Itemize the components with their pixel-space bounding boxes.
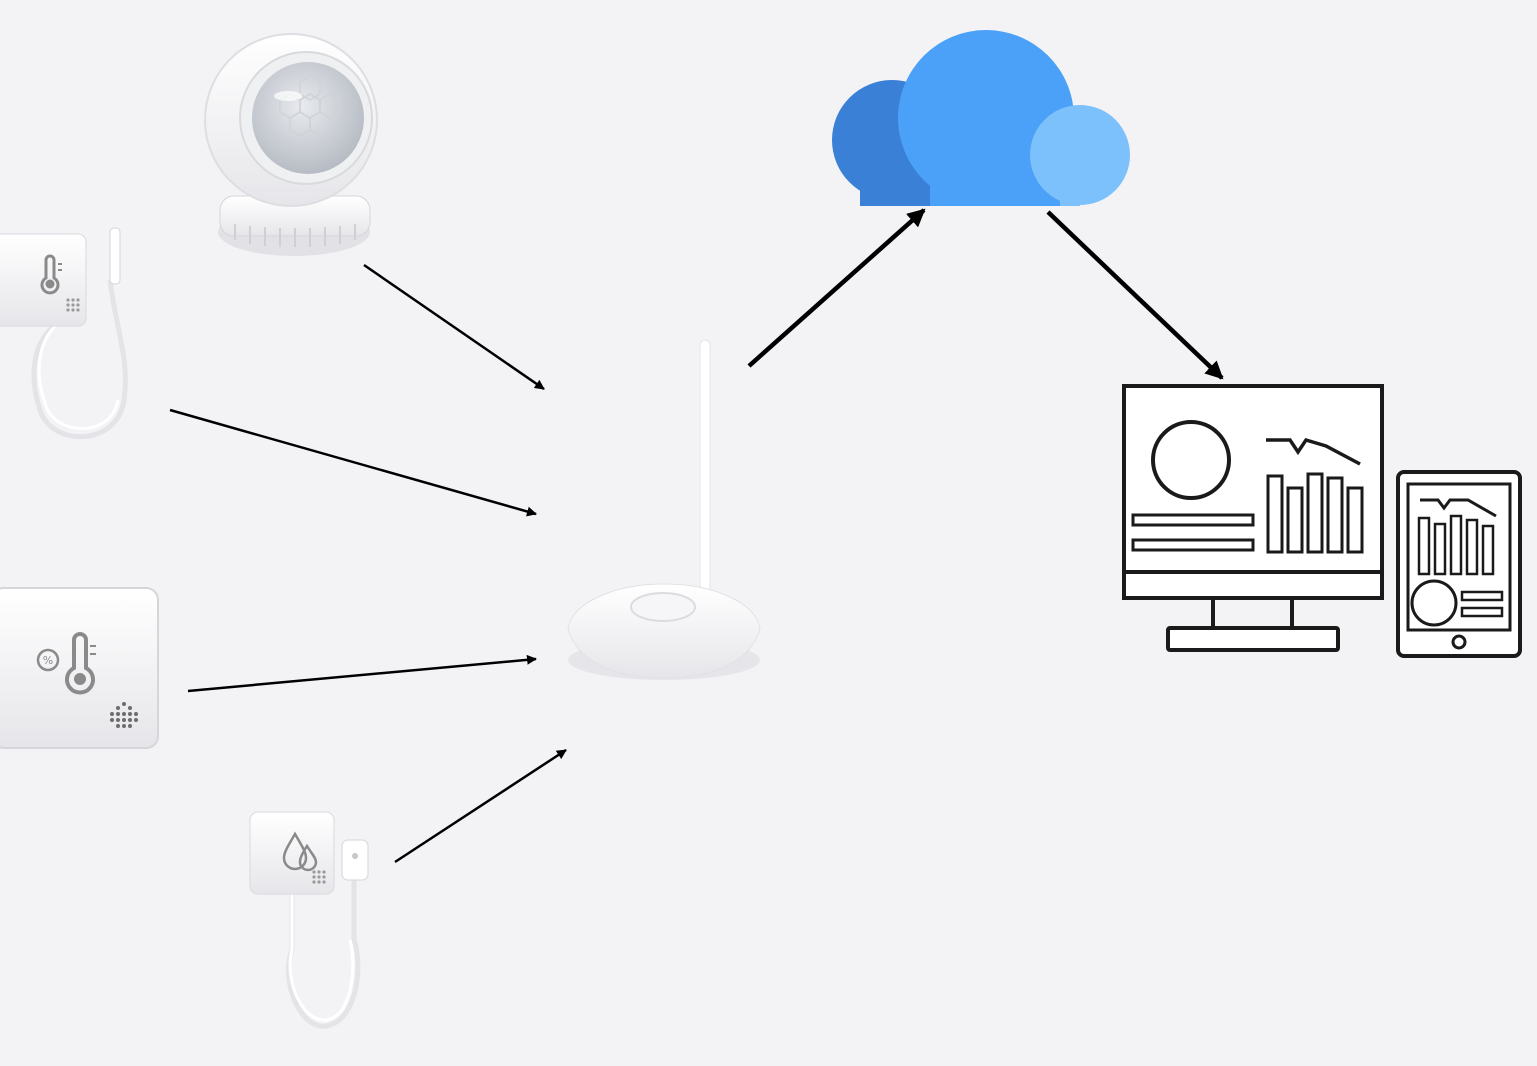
arrow-water-leak-sensor-to-gateway	[394, 748, 567, 864]
cloud	[832, 30, 1130, 206]
arrow-motion-sensor-to-gateway	[363, 263, 545, 391]
temperature-humidity-sensor: %	[0, 587, 159, 749]
svg-text:%: %	[43, 654, 53, 667]
thermometer-humidity-icon: %	[36, 632, 96, 695]
speaker-grill	[110, 702, 138, 728]
motion-sensor	[204, 33, 378, 256]
tablet-dashboard-icon	[1396, 470, 1522, 658]
thermometer-icon	[40, 254, 62, 295]
arrow-gateway-to-cloud	[747, 208, 926, 368]
water-drops-icon	[282, 831, 318, 872]
gateway	[567, 339, 761, 680]
arrow-cloud-to-dashboard	[1046, 210, 1224, 380]
water-leak-sensor	[249, 811, 369, 1029]
dashboard-monitor	[1122, 384, 1384, 652]
edge-arrows	[169, 208, 1224, 864]
arrow-probe-sensor-to-gateway	[169, 408, 537, 517]
desktop-dashboard-icon	[1122, 384, 1384, 652]
dashboard-tablet	[1396, 470, 1522, 658]
probe-temperature-sensor	[0, 227, 128, 440]
cloud-icon	[832, 30, 1130, 206]
antenna-gateway-icon	[567, 339, 761, 680]
arrow-temp-humidity-sensor-to-gateway	[187, 654, 537, 693]
pir-motion-sensor-icon	[204, 33, 378, 256]
